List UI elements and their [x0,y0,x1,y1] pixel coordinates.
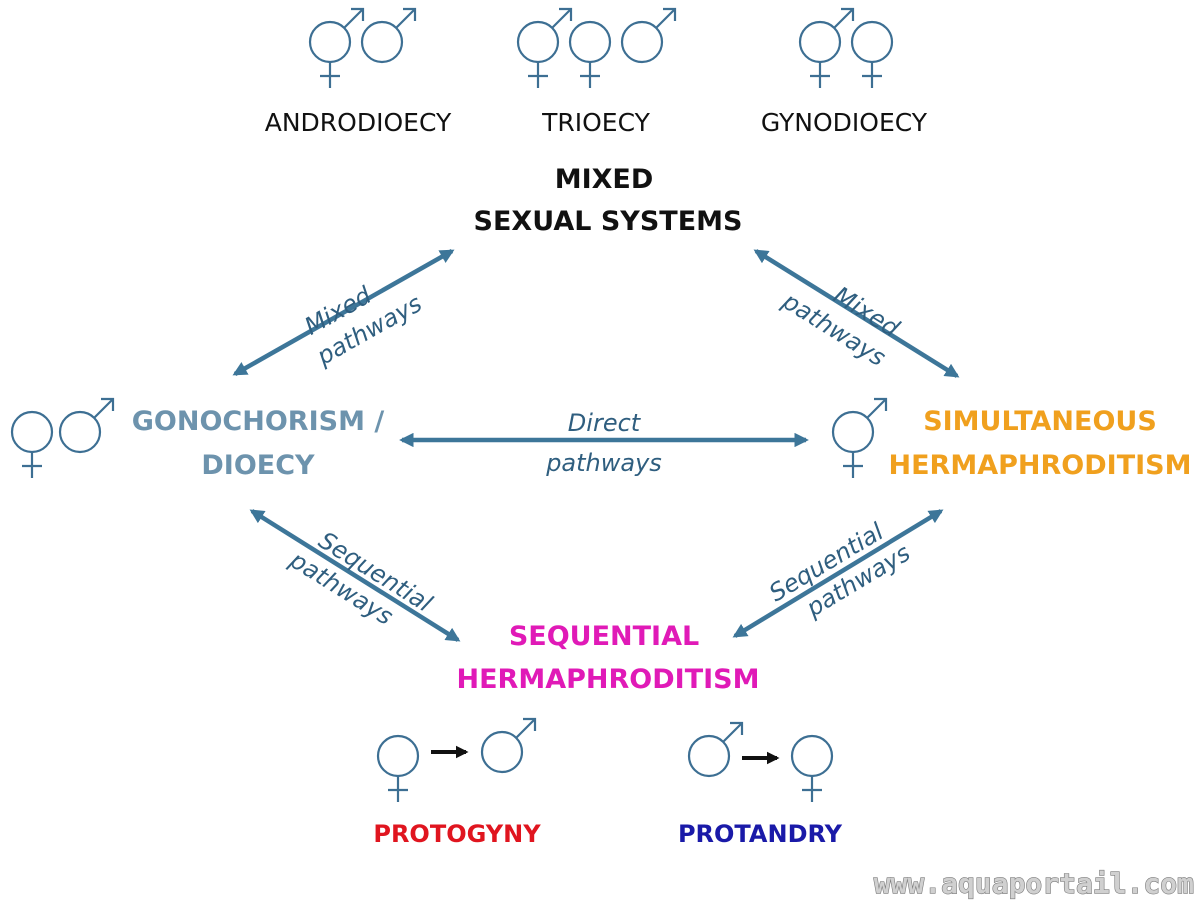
protogyny-label: PROTOGYNY [373,820,541,848]
svg-text:Direct: Direct [568,409,642,437]
arrow-mixed-left [232,249,455,376]
gynodioecy-symbols [798,7,894,90]
mixed-label-line1: MIXED [555,164,654,195]
protandry-label: PROTANDRY [678,820,843,848]
gonochorism-label-line1: GONOCHORISM / [132,406,385,437]
androdioecy-symbols [308,7,417,90]
gonochorism-label-line2: DIOECY [201,450,315,481]
arrow-mixed-right [753,249,960,378]
trioecy-symbols [516,7,677,90]
watermark-text: www.aquaportail.com [874,867,1194,900]
androdioecy-label: ANDRODIOECY [265,108,452,137]
arrow-sequential-right [732,509,944,638]
simultaneous-label-line1: SIMULTANEOUS [923,406,1157,437]
protandry-symbols [687,721,834,804]
gonochorism-symbols [10,397,115,480]
simultaneous-symbol [831,397,888,480]
mixed-label-line2: SEXUAL SYSTEMS [474,206,743,237]
sequential-label-line2: HERMAPHRODITISM [457,664,760,695]
simultaneous-label-line2: HERMAPHRODITISM [889,450,1192,481]
direct-pathways-label: Direct pathways [545,409,662,477]
svg-text:pathways: pathways [545,449,662,477]
protogyny-symbols [376,717,537,804]
arrow-sequential-left [249,509,461,642]
gynodioecy-label: GYNODIOECY [761,108,928,137]
trioecy-label: TRIOECY [541,108,651,137]
sequential-label-line1: SEQUENTIAL [509,621,699,652]
